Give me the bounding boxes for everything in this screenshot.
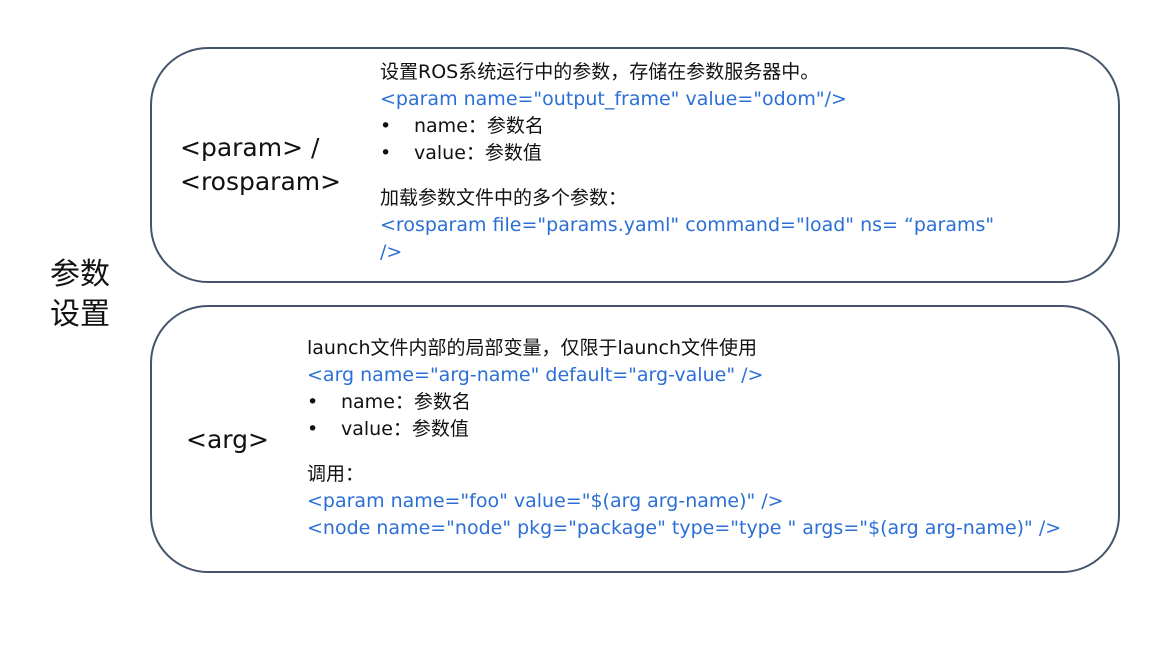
bullet-icon: •	[307, 391, 319, 413]
bullet-icon: •	[307, 418, 319, 440]
bullet-text: name：参数名	[341, 391, 471, 413]
section-title-line-2: 设置	[50, 297, 110, 332]
section-title-line-1: 参数	[50, 257, 110, 292]
spacer	[307, 443, 1061, 461]
arg-bullet-value: • value：参数值	[307, 416, 1061, 443]
rosparam-example-code-line-1: <rosparam file="params.yaml" command="lo…	[380, 214, 995, 236]
param-box	[150, 47, 1120, 283]
param-bullet-name: • name：参数名	[380, 113, 994, 140]
bullet-icon: •	[380, 115, 392, 137]
spacer	[380, 167, 994, 185]
call-example-node: <node name="node" pkg="package" type="ty…	[307, 517, 1062, 539]
arg-content: launch文件内部的局部变量，仅限于launch文件使用 <arg name=…	[307, 335, 1061, 542]
rosparam-description: 加载参数文件中的多个参数：	[380, 187, 628, 209]
param-tag-line-2: <rosparam>	[180, 167, 342, 196]
param-bullet-value: • value：参数值	[380, 140, 994, 167]
param-tag-label: <param> / <rosparam>	[180, 131, 341, 199]
bullet-text: value：参数值	[341, 418, 469, 440]
rosparam-example-code-line-2: />	[380, 241, 403, 263]
bullet-icon: •	[380, 142, 392, 164]
bullet-text: name：参数名	[414, 115, 544, 137]
arg-example-code: <arg name="arg-name" default="arg-value"…	[307, 364, 764, 386]
param-description: 设置ROS系统运行中的参数，存储在参数服务器中。	[380, 61, 820, 83]
arg-description: launch文件内部的局部变量，仅限于launch文件使用	[307, 337, 757, 359]
arg-box	[150, 305, 1120, 573]
call-example-param: <param name="foo" value="$(arg arg-name)…	[307, 490, 784, 512]
section-title: 参数 设置	[50, 255, 120, 335]
arg-tag-label: <arg>	[186, 425, 269, 454]
param-tag-line-1: <param> /	[180, 133, 320, 162]
bullet-text: value：参数值	[414, 142, 542, 164]
arg-bullet-name: • name：参数名	[307, 389, 1061, 416]
param-example-code: <param name="output_frame" value="odom"/…	[380, 88, 847, 110]
call-label: 调用：	[307, 463, 365, 485]
param-content: 设置ROS系统运行中的参数，存储在参数服务器中。 <param name="ou…	[380, 59, 994, 266]
